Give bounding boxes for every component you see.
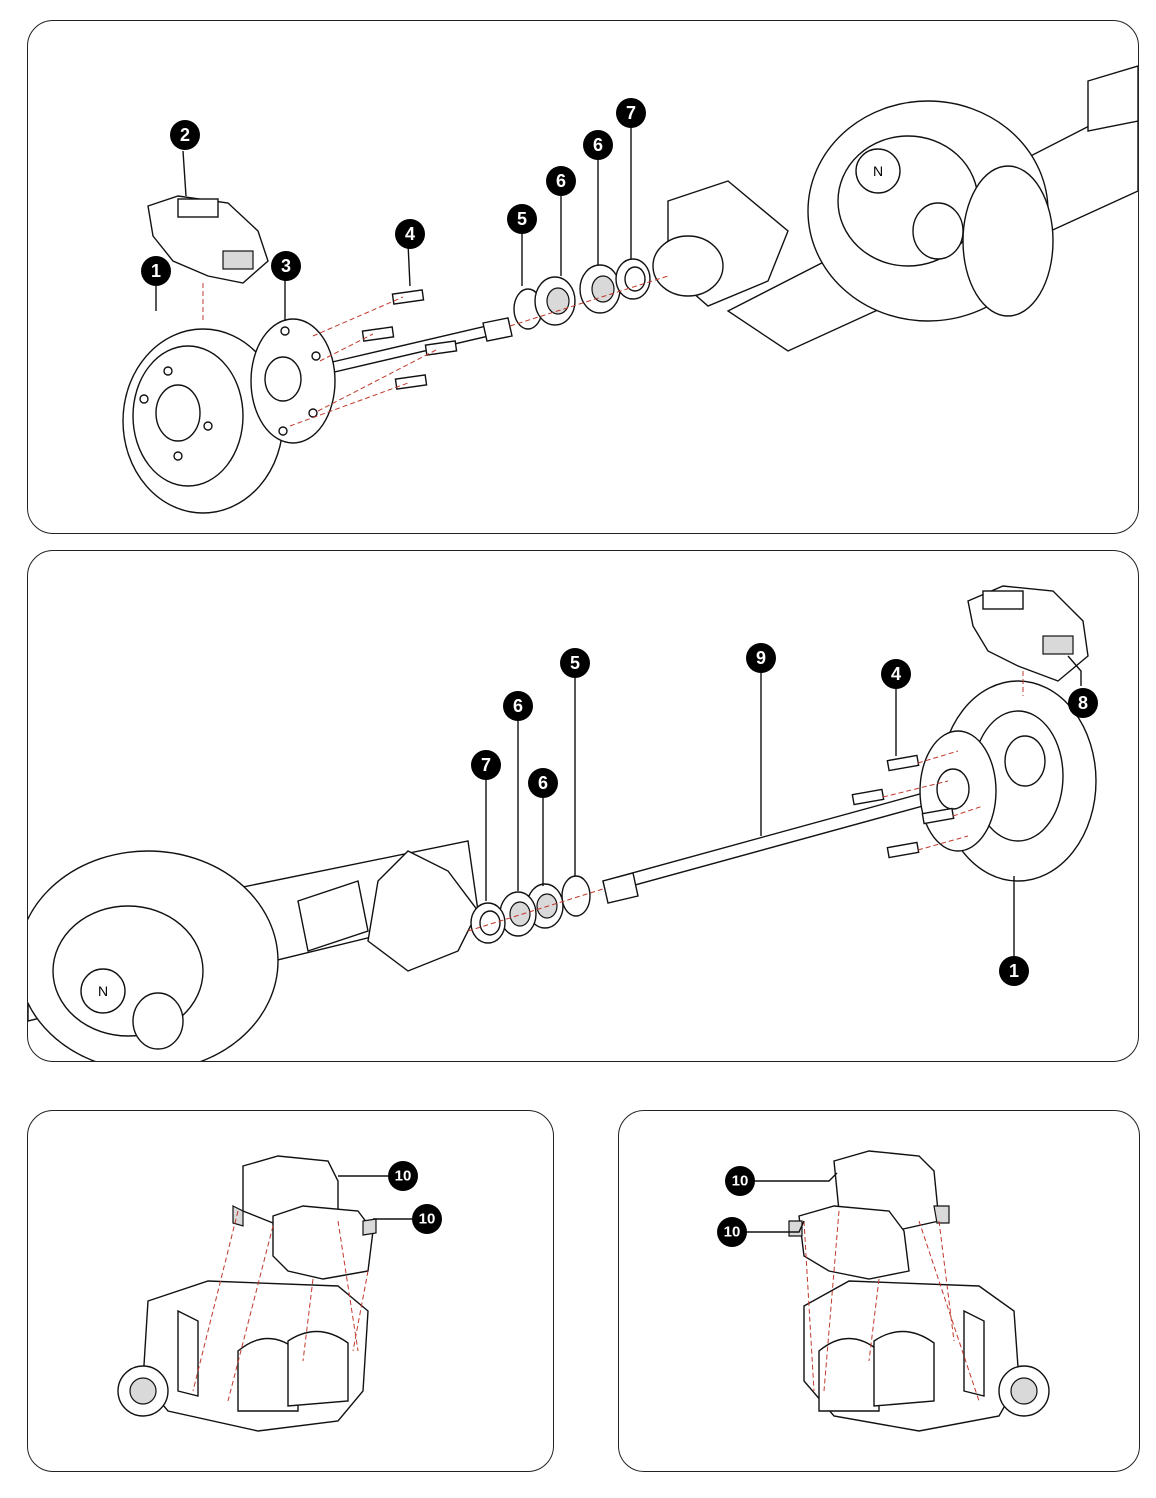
callout-6a: 6 — [546, 166, 576, 196]
panel-exploded-left-axle: N — [27, 20, 1139, 534]
svg-text:4: 4 — [405, 224, 415, 244]
brake-disc — [122, 328, 284, 514]
brake-pads-diagram-left — [117, 1155, 413, 1432]
svg-text:10: 10 — [732, 1173, 749, 1190]
callouts-panel-2: 1 4 5 6 6 7 8 9 — [471, 643, 1098, 986]
callout-4: 4 — [881, 659, 911, 689]
svg-text:10: 10 — [419, 1211, 436, 1228]
snap-ring — [561, 875, 591, 917]
callout-5: 5 — [560, 648, 590, 678]
svg-text:6: 6 — [593, 135, 603, 155]
callout-10a: 10 — [388, 1161, 418, 1191]
logo-icon: N — [873, 163, 883, 179]
callout-6b: 6 — [583, 130, 613, 160]
bearing-2 — [499, 891, 537, 937]
svg-text:9: 9 — [756, 648, 766, 668]
callout-2: 2 — [170, 120, 200, 150]
callout-7: 7 — [471, 750, 501, 780]
callout-7: 7 — [616, 98, 646, 128]
panel-exploded-right-axle: N — [27, 550, 1139, 1062]
wheel-hub — [250, 318, 336, 444]
callout-6b: 6 — [528, 768, 558, 798]
svg-text:5: 5 — [570, 653, 580, 673]
brake-caliper — [117, 1280, 369, 1432]
svg-text:6: 6 — [556, 171, 566, 191]
callout-6a: 6 — [503, 691, 533, 721]
callout-10b: 10 — [717, 1217, 747, 1247]
differential-housing: N — [28, 840, 479, 1061]
svg-text:5: 5 — [517, 209, 527, 229]
bearing-1 — [534, 276, 576, 326]
brake-caliper — [967, 585, 1089, 696]
callouts-panel-1: 1 2 3 4 5 6 6 7 — [141, 98, 646, 286]
panel-brake-pads-left: 10 10 — [27, 1110, 554, 1472]
callout-9: 9 — [746, 643, 776, 673]
svg-text:2: 2 — [180, 125, 190, 145]
wheel-studs — [289, 289, 458, 427]
callout-3: 3 — [271, 251, 301, 281]
brake-caliper — [147, 195, 269, 321]
callout-1: 1 — [141, 256, 171, 286]
wheel-studs — [851, 750, 984, 859]
callout-10b: 10 — [412, 1204, 442, 1234]
logo-icon: N — [98, 983, 108, 999]
differential-housing: N — [652, 65, 1138, 352]
callouts-panel-3: 10 10 — [388, 1161, 442, 1234]
svg-text:6: 6 — [513, 696, 523, 716]
callout-8: 8 — [1068, 688, 1098, 718]
panel-brake-pads-right: 10 10 — [618, 1110, 1140, 1472]
oil-seal — [615, 258, 651, 300]
svg-text:7: 7 — [626, 103, 636, 123]
callout-1: 1 — [999, 956, 1029, 986]
brake-caliper — [803, 1280, 1050, 1432]
svg-text:4: 4 — [891, 664, 901, 684]
brake-pads-diagram-right — [746, 1150, 1050, 1432]
callout-10a: 10 — [725, 1166, 755, 1196]
svg-text:3: 3 — [281, 256, 291, 276]
svg-text:10: 10 — [395, 1168, 412, 1185]
callout-5: 5 — [507, 204, 537, 234]
svg-text:10: 10 — [724, 1224, 741, 1241]
exploded-diagram-right: N — [28, 585, 1097, 1061]
callouts-panel-4: 10 10 — [717, 1166, 755, 1247]
exploded-diagram-left: N — [122, 65, 1138, 514]
svg-text:1: 1 — [151, 261, 161, 281]
svg-text:7: 7 — [481, 755, 491, 775]
oil-seal — [470, 902, 506, 944]
svg-text:8: 8 — [1078, 693, 1088, 713]
callout-4: 4 — [395, 219, 425, 249]
svg-text:1: 1 — [1009, 961, 1019, 981]
svg-text:6: 6 — [538, 773, 548, 793]
